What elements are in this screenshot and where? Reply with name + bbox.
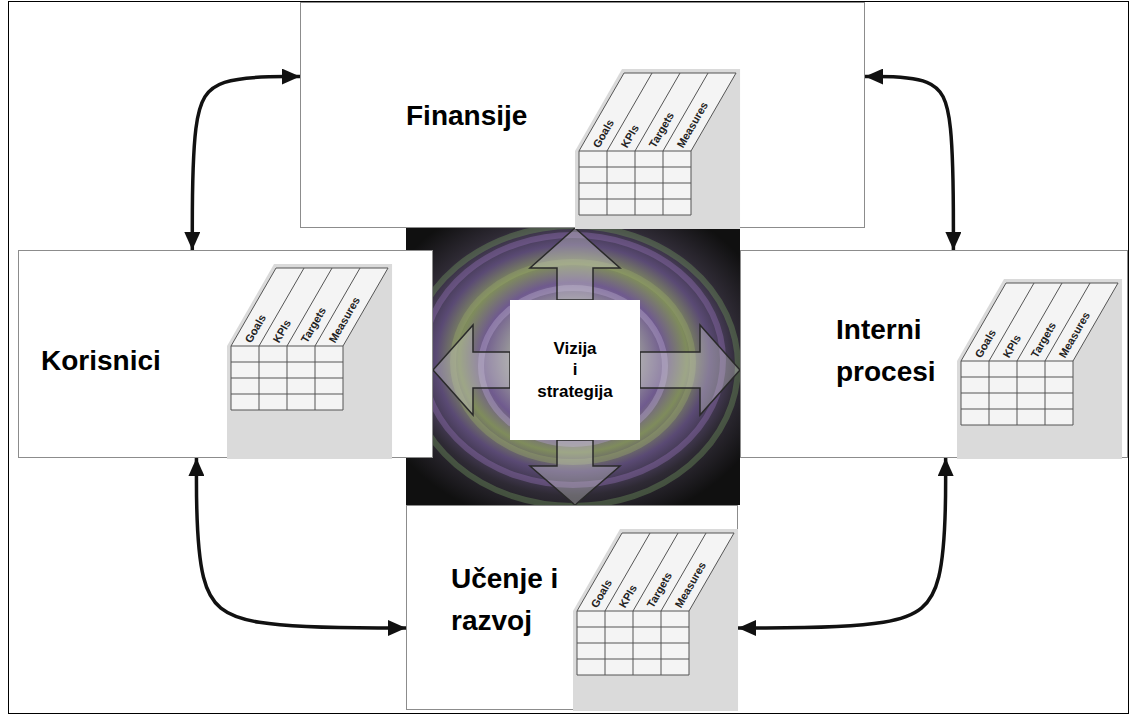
table-panel	[957, 279, 1122, 459]
table-row-line	[961, 393, 1073, 394]
table-row-line	[961, 361, 1073, 362]
table-row-line	[231, 346, 343, 347]
table-row-line	[579, 151, 691, 152]
curved-arrow	[196, 458, 406, 628]
table-row-line	[961, 409, 1073, 410]
table-header-line	[287, 268, 332, 346]
perspective-box: KorisniciGoalsKPIsTargetsMeasures	[18, 250, 433, 458]
perspective-title: Učenje i razvoj	[451, 558, 591, 642]
perspective-box: FinansijeGoalsKPIsTargetsMeasures	[300, 2, 865, 228]
table-body	[579, 73, 736, 215]
table-header-line	[1017, 283, 1062, 361]
block-arrow	[433, 325, 510, 415]
table-row-line	[579, 167, 691, 168]
table-body	[231, 268, 388, 410]
table-header-line	[259, 268, 304, 346]
table-row-line	[577, 643, 689, 644]
table-body	[961, 283, 1118, 425]
table-header-line	[605, 533, 650, 611]
perspective-box: Interni procesiGoalsKPIsTargetsMeasures	[740, 250, 1128, 458]
curved-arrow	[192, 77, 300, 250]
table-header-line	[989, 283, 1034, 361]
curved-arrow	[738, 458, 946, 628]
table-row-line	[231, 394, 343, 395]
perspective-title: Interni procesi	[836, 309, 966, 393]
figure-frame	[9, 2, 1129, 714]
table-row-line	[231, 378, 343, 379]
table-row-line	[231, 362, 343, 363]
table-header-line	[607, 73, 652, 151]
vision-title: Vizija i strategija	[533, 338, 617, 402]
table-panel	[575, 69, 740, 229]
table-panel	[573, 529, 738, 711]
table-header-line	[635, 73, 680, 151]
block-arrow	[530, 440, 620, 505]
vision-box: Vizija i strategija	[510, 300, 640, 440]
table-row-line	[961, 377, 1073, 378]
scorecard-table	[741, 251, 1129, 459]
curved-arrow	[865, 77, 953, 250]
perspective-title: Korisnici	[41, 344, 454, 378]
table-row-line	[579, 183, 691, 184]
table-row-line	[577, 627, 689, 628]
table-row-line	[577, 659, 689, 660]
block-arrow	[530, 228, 620, 300]
perspective-box: Učenje i razvojGoalsKPIsTargetsMeasures	[406, 505, 738, 710]
table-body	[577, 533, 734, 675]
table-header-line	[633, 533, 678, 611]
table-row-line	[579, 199, 691, 200]
table-row-line	[577, 611, 689, 612]
block-arrow	[640, 325, 740, 415]
table-panel	[227, 264, 392, 459]
